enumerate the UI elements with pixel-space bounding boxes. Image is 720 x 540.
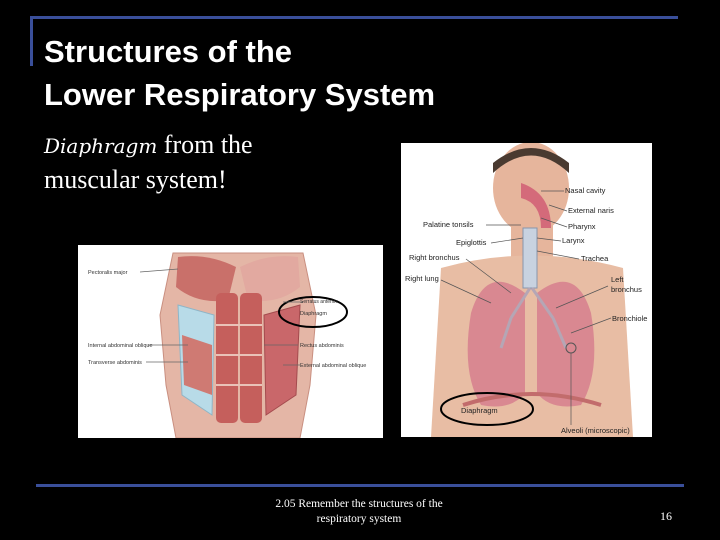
subtitle-diaphragm-word: Diaphragm <box>44 134 158 158</box>
slide-title: Structures of the Lower Respiratory Syst… <box>44 30 435 116</box>
footer-line-1: 2.05 Remember the structures of the <box>275 498 443 510</box>
title-line-2: Lower Respiratory System <box>44 77 436 112</box>
muscle-illustration: Pectoralis major Serratus anterior Diaph… <box>78 245 383 438</box>
subtitle-rest-line-1: from the <box>157 130 253 159</box>
bottom-border <box>36 484 684 487</box>
label-pectoralis: Pectoralis major <box>88 270 128 276</box>
respiratory-illustration: Nasal cavity External naris Pharynx Pala… <box>401 143 652 437</box>
page-number: 16 <box>660 509 672 523</box>
label-alveoli: Alveoli (microscopic) <box>561 426 630 435</box>
label-epiglottis: Epiglottis <box>456 238 487 247</box>
footer-line-2: respiratory system <box>316 513 402 525</box>
top-border-horizontal <box>30 16 678 19</box>
label-left-bronchus-line-1: Left <box>611 275 624 284</box>
label-bronchiole: Bronchiole <box>612 314 647 323</box>
muscle-figure: Pectoralis major Serratus anterior Diaph… <box>78 245 383 438</box>
label-trachea: Trachea <box>581 254 609 263</box>
label-left-bronchus-line-2: bronchus <box>611 285 642 294</box>
label-transverse: Transverse abdominis <box>88 360 142 366</box>
label-rectus: Rectus abdominis <box>300 343 344 349</box>
slide-footer: 2.05 Remember the structures of the resp… <box>268 497 450 527</box>
label-diaphragm: Diaphragm <box>461 406 498 415</box>
label-larynx: Larynx <box>562 236 585 245</box>
label-pharynx: Pharynx <box>568 222 596 231</box>
label-external-naris: External naris <box>568 206 614 215</box>
label-diaphragm: Diaphragm <box>300 311 327 317</box>
label-right-bronchus: Right bronchus <box>409 253 460 262</box>
label-external-oblique: External abdominal oblique <box>300 363 366 369</box>
top-border-vertical <box>30 16 33 66</box>
label-palatine-tonsils: Palatine tonsils <box>423 220 474 229</box>
subtitle-line-2: muscular system! <box>44 165 227 194</box>
label-internal-oblique: Internal abdominal oblique <box>88 343 153 349</box>
label-serratus: Serratus anterior <box>300 299 338 305</box>
respiratory-figure: Nasal cavity External naris Pharynx Pala… <box>401 143 652 437</box>
slide-subtitle: Diaphragm from the muscular system! <box>44 128 253 196</box>
title-line-1: Structures of the <box>44 34 293 69</box>
label-right-lung: Right lung <box>405 274 439 283</box>
label-nasal-cavity: Nasal cavity <box>565 186 606 195</box>
